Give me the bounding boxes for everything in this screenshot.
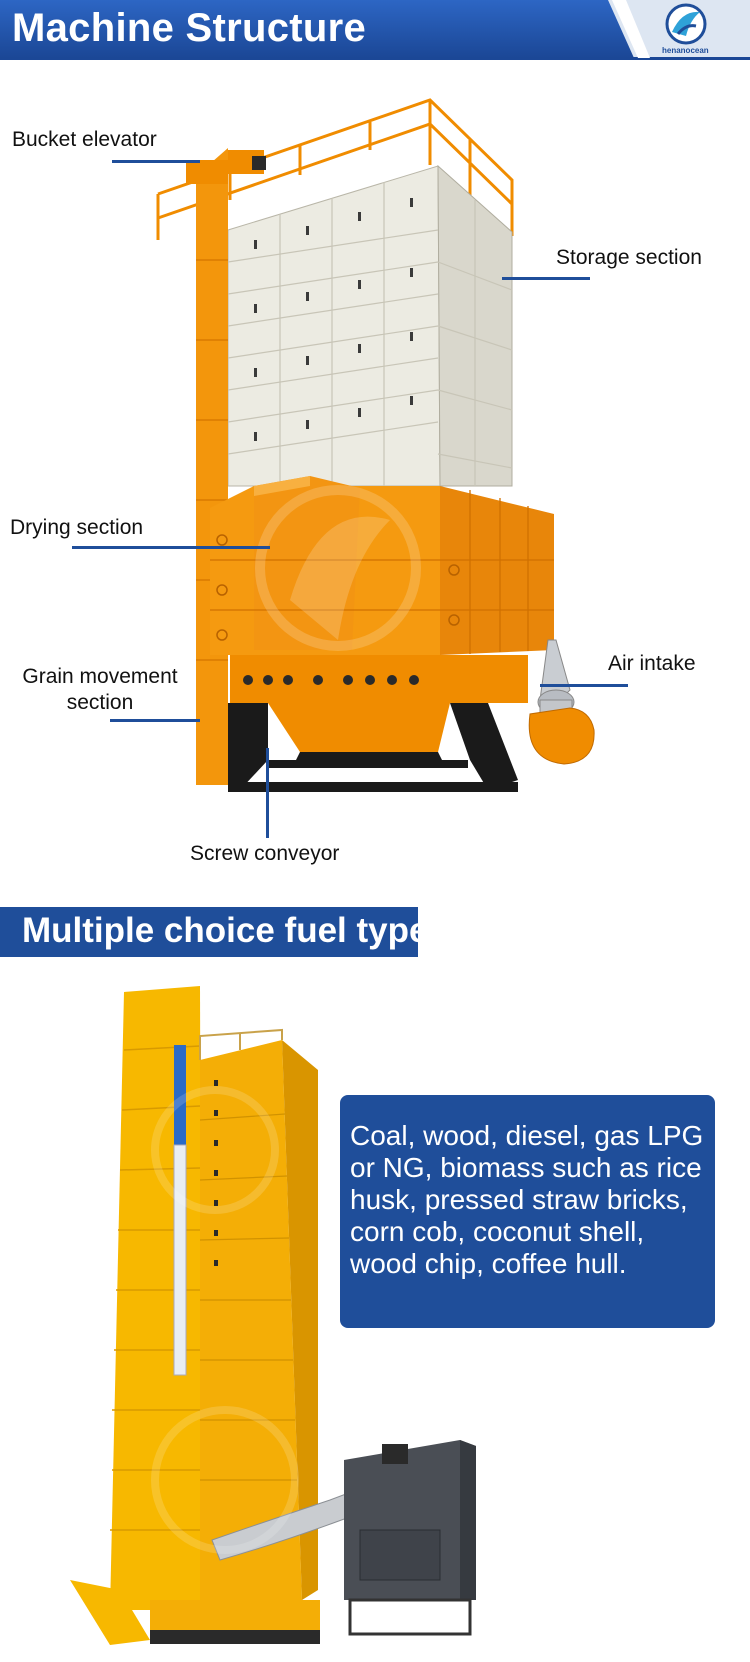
- dryer-machine-illustration: [156, 98, 595, 792]
- fuel-description-text: Coal, wood, diesel, gas LPG or NG, bioma…: [350, 1120, 704, 1279]
- page-title: Machine Structure: [12, 6, 367, 50]
- label-grain-movement-section: Grain movement section: [10, 664, 190, 716]
- fuel-section-title: Multiple choice fuel type: [22, 911, 429, 950]
- leader-line-screw-conveyor: [266, 748, 269, 838]
- fuel-description-panel: [340, 1095, 715, 1328]
- watermark-icon: [255, 485, 421, 651]
- label-drying-section: Drying section: [10, 516, 144, 539]
- label-bucket-elevator: Bucket elevator: [12, 128, 157, 151]
- dryer-burner-illustration: [70, 986, 476, 1645]
- header-banner: [0, 0, 750, 60]
- label-storage-section: Storage section: [556, 246, 702, 269]
- leader-line-air-intake: [540, 684, 628, 687]
- leader-line-storage-section: [502, 277, 590, 280]
- leader-line-drying-section: [72, 546, 270, 549]
- top-railing: [156, 98, 514, 240]
- leader-line-grain-movement: [110, 719, 200, 722]
- label-grain-movement-line2: section: [66, 691, 134, 714]
- air-intake-duct: [528, 639, 595, 765]
- label-air-intake: Air intake: [608, 652, 696, 675]
- leader-line-bucket-elevator: [112, 160, 200, 163]
- label-screw-conveyor: Screw conveyor: [190, 842, 340, 865]
- fuel-section-header: [0, 907, 418, 957]
- logo-text: henanocean: [662, 46, 709, 55]
- logo-icon: [665, 3, 707, 45]
- label-grain-movement-line1: Grain movement: [22, 665, 178, 688]
